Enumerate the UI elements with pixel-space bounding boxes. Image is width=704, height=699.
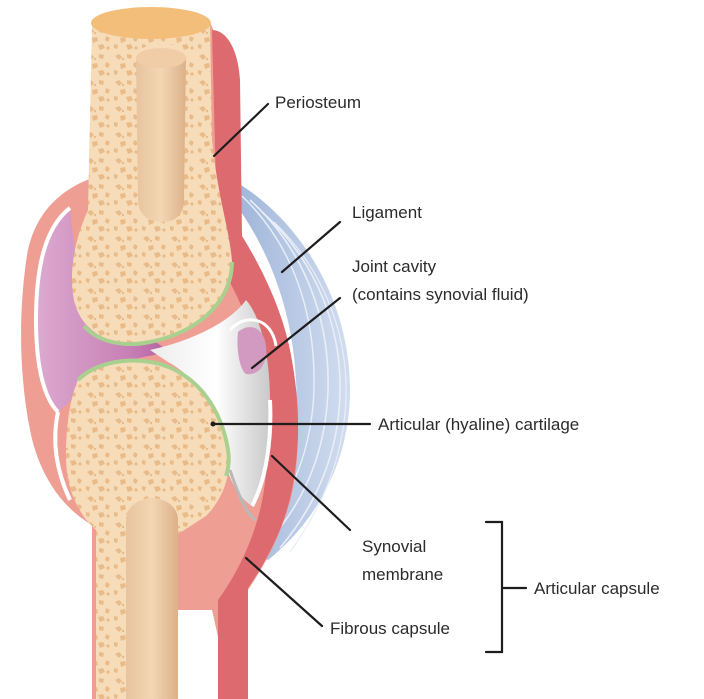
upper-bone (72, 7, 232, 344)
medullary-cavity-lower (126, 498, 178, 699)
label-joint-cavity: Joint cavity (352, 257, 437, 276)
label-ligament: Ligament (352, 203, 422, 222)
label-articular-cartilage: Articular (hyaline) cartilage (378, 415, 579, 434)
label-articular-capsule: Articular capsule (534, 579, 660, 598)
label-periosteum: Periosteum (275, 93, 361, 112)
label-joint-cavity-note: (contains synovial fluid) (352, 285, 529, 304)
label-synovial-line1: Synovial (362, 537, 426, 556)
label-synovial-line2: membrane (362, 565, 443, 584)
medullary-cavity-upper (136, 58, 186, 222)
label-fibrous-capsule: Fibrous capsule (330, 619, 450, 638)
bone-top-face (91, 7, 211, 39)
